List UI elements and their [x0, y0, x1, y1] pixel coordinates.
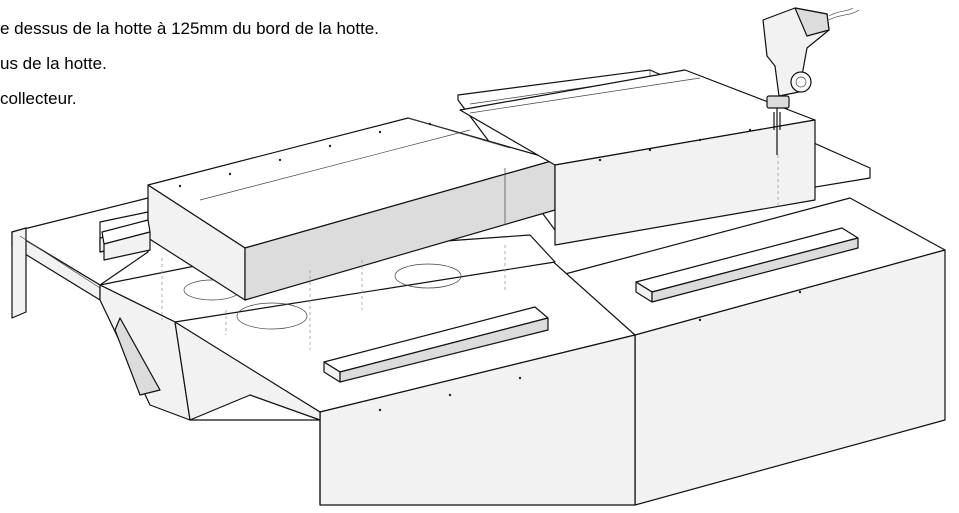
duct-box-right — [459, 69, 816, 246]
instruction-step-1: e dessus de la hotte à 125mm du bord de … — [0, 19, 379, 38]
rivets — [178, 122, 802, 412]
rear-grease-filter — [101, 219, 151, 261]
instruction-step-2: us de la hotte. — [0, 54, 107, 73]
drill-guide-lines — [161, 155, 779, 350]
instruction-list: e dessus de la hotte à 125mm du bord de … — [0, 14, 379, 119]
power-drill-icon — [762, 7, 860, 155]
instruction-step-3: collecteur. — [0, 89, 77, 108]
front-hood-right — [549, 197, 946, 506]
front-hood-left — [167, 249, 636, 506]
